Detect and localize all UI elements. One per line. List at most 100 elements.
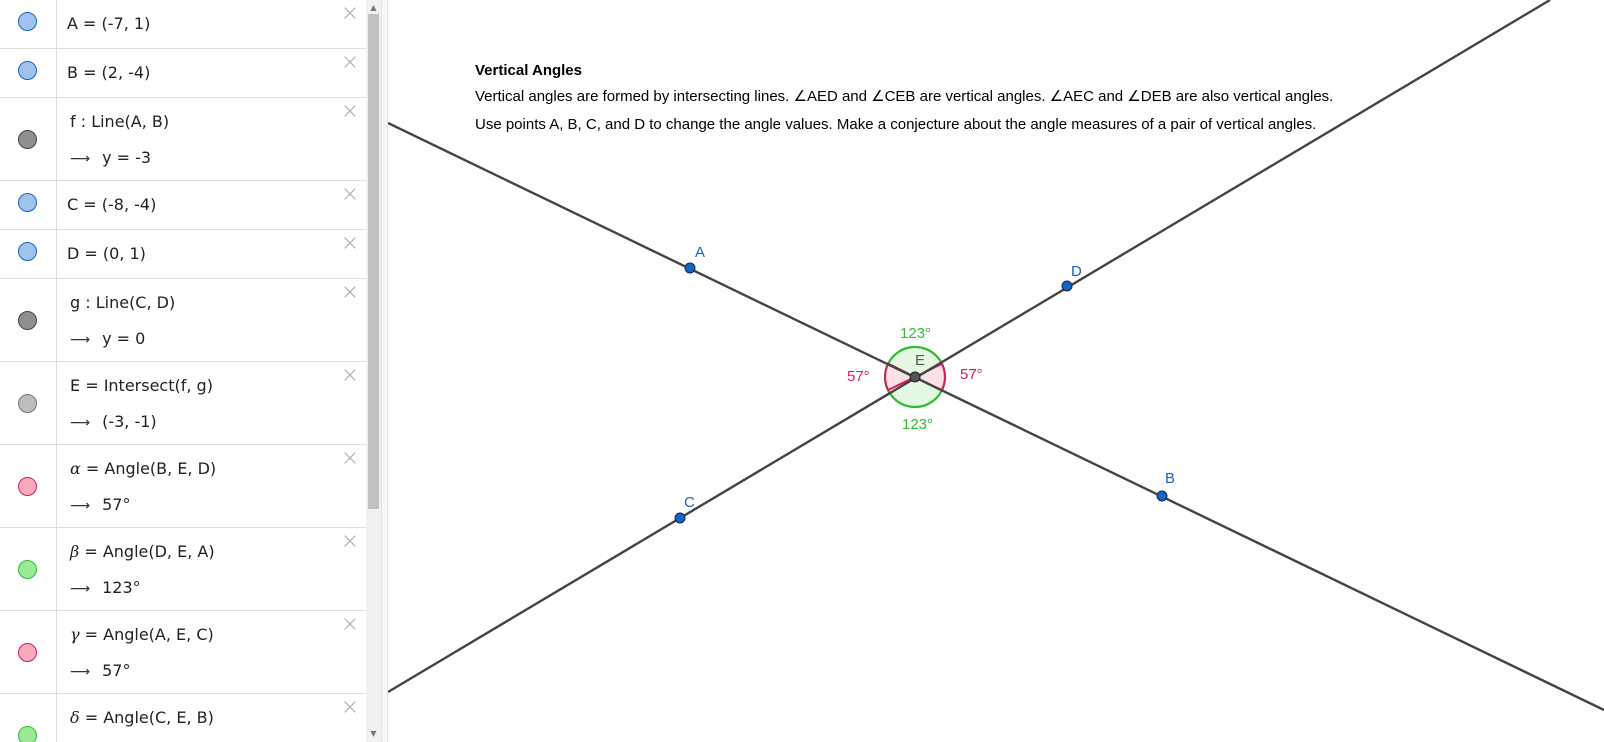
algebra-entry[interactable]: B = (2, -4) [67,49,326,97]
visibility-marble-icon[interactable] [18,725,37,742]
delete-icon[interactable]: × [340,50,360,75]
delete-icon[interactable]: × [340,99,360,124]
visibility-marble-icon[interactable] [18,129,37,149]
delete-icon[interactable]: × [340,363,360,388]
algebra-row-B[interactable]: B = (2, -4) × [0,49,366,98]
delete-icon[interactable]: × [340,529,360,554]
angle-label-left: 57° [847,368,870,385]
algebra-row-delta[interactable]: δ = Angle(C, E, B) × [0,694,366,742]
algebra-entry[interactable]: γ = Angle(A, E, C)⟶57° [68,611,326,693]
line-f[interactable] [388,121,1604,712]
visibility-marble-icon[interactable] [18,310,37,330]
visibility-toggle-column [0,528,57,610]
greek-symbol: α [70,459,81,478]
definition-text: A = (-7, 1) [67,14,150,33]
delete-icon[interactable]: × [340,280,360,305]
label-A: A [695,244,706,261]
visibility-toggle-column [0,181,57,229]
definition-text: D = (0, 1) [67,244,146,263]
visibility-marble-icon[interactable] [18,559,37,579]
algebra-row-D[interactable]: D = (0, 1) × [0,230,366,279]
label-B: B [1165,470,1176,487]
output-value: ⟶123° [70,578,141,597]
definition-label: A = (-7, 1) [67,14,151,33]
algebra-row-alpha[interactable]: α = Angle(B, E, D)⟶57°× [0,445,366,528]
algebra-row-E[interactable]: E = Intersect(f, g) ⟶(-3, -1) × [0,362,366,445]
visibility-marble-icon[interactable] [18,476,37,496]
visibility-toggle-column [0,362,57,444]
point-A[interactable] [684,262,696,274]
output-value: ⟶(-3, -1) [70,412,157,431]
visibility-toggle-column [0,0,57,48]
visibility-marble-icon[interactable] [18,193,37,212]
algebra-row-g[interactable]: g : Line(C, D) ⟶ y = 0 × [0,279,366,362]
algebra-entry[interactable]: α = Angle(B, E, D)⟶57° [68,445,326,527]
algebra-row-A[interactable]: A = (-7, 1) × [0,0,366,49]
algebra-entry[interactable]: β = Angle(D, E, A) ⟶123° [68,528,326,610]
algebra-entry[interactable]: C = (-8, -4) [67,181,326,229]
value-label: y = 0 [102,329,146,348]
instructions-text[interactable]: Vertical Angles Vertical angles are form… [475,61,1333,139]
visibility-toggle-column [0,445,57,527]
graphics-view[interactable]: Vertical Angles Vertical angles are form… [388,0,1604,742]
geometry-canvas[interactable] [388,0,1604,742]
algebra-row-f[interactable]: f : Line(A, B)⟶y = -3 × [0,98,366,181]
definition-label: f : Line(A, B) [70,112,170,131]
visibility-toggle-column [0,694,57,742]
algebra-row-C[interactable]: C = (-8, -4) × [0,181,366,230]
view-divider[interactable] [381,0,388,742]
visibility-toggle-column [0,279,57,361]
definition-text: B = (2, -4) [67,63,150,82]
point-E[interactable] [909,371,921,383]
scroll-thumb[interactable] [368,14,379,509]
arrow-icon: ⟶ [70,332,91,348]
definition-label: E = Intersect(f, g) [70,376,213,395]
greek-symbol: δ [70,708,80,727]
delete-icon[interactable]: × [340,695,360,720]
definition-text: C = (-8, -4) [67,195,156,214]
definition-text: β = Angle(D, E, A) [70,542,215,561]
delete-icon[interactable]: × [340,446,360,471]
value-label: 123° [102,578,141,597]
delete-icon[interactable]: × [340,182,360,207]
definition-text: α = Angle(B, E, D) [70,459,216,478]
delete-icon[interactable]: × [340,231,360,256]
scroll-up-arrow-icon[interactable]: ▲ [370,3,377,12]
definition-label: B = (2, -4) [67,63,151,82]
output-value: ⟶ 57° [70,661,130,680]
definition-label: D = (0, 1) [67,244,146,263]
visibility-marble-icon[interactable] [18,642,37,662]
value-label: 57° [102,661,131,680]
algebra-entry[interactable]: E = Intersect(f, g) ⟶(-3, -1) [68,362,326,444]
point-D[interactable] [1061,280,1073,292]
algebra-row-beta[interactable]: β = Angle(D, E, A) ⟶123° × [0,528,366,611]
visibility-toggle-column [0,230,57,278]
visibility-toggle-column [0,49,57,97]
algebra-entry[interactable]: δ = Angle(C, E, B) [68,694,326,742]
definition-text: g : Line(C, D) [70,293,175,312]
arrow-icon: ⟶ [70,664,91,680]
point-B[interactable] [1156,490,1168,502]
arrow-icon: ⟶ [70,498,91,514]
algebra-row-gamma[interactable]: γ = Angle(A, E, C)⟶57°× [0,611,366,694]
definition-label: g : Line(C, D) [70,293,176,312]
algebra-entry[interactable]: f : Line(A, B)⟶y = -3 [68,98,326,180]
instructions-line-2: Use points A, B, C, and D to change the … [475,116,1317,133]
visibility-marble-icon[interactable] [18,242,37,261]
scroll-down-arrow-icon[interactable]: ▼ [370,729,377,738]
algebra-entry[interactable]: g : Line(C, D) ⟶ y = 0 [68,279,326,361]
algebra-entry[interactable]: A = (-7, 1) [67,0,326,48]
delete-icon[interactable]: × [340,1,360,26]
arrow-icon: ⟶ [70,415,91,431]
point-C[interactable] [674,512,686,524]
algebra-view: A = (-7, 1)×B = (2, -4)×f : Line(A, B)⟶y… [0,0,366,742]
label-C: C [684,494,695,511]
delete-icon[interactable]: × [340,612,360,637]
algebra-entry[interactable]: D = (0, 1) [67,230,326,278]
instructions-line-1: Vertical angles are formed by intersecti… [475,88,1334,105]
algebra-scrollbar[interactable]: ▲ ▼ [366,0,381,742]
visibility-marble-icon[interactable] [18,12,37,31]
visibility-marble-icon[interactable] [18,393,37,413]
visibility-marble-icon[interactable] [18,61,37,80]
line-g[interactable] [388,0,1551,694]
